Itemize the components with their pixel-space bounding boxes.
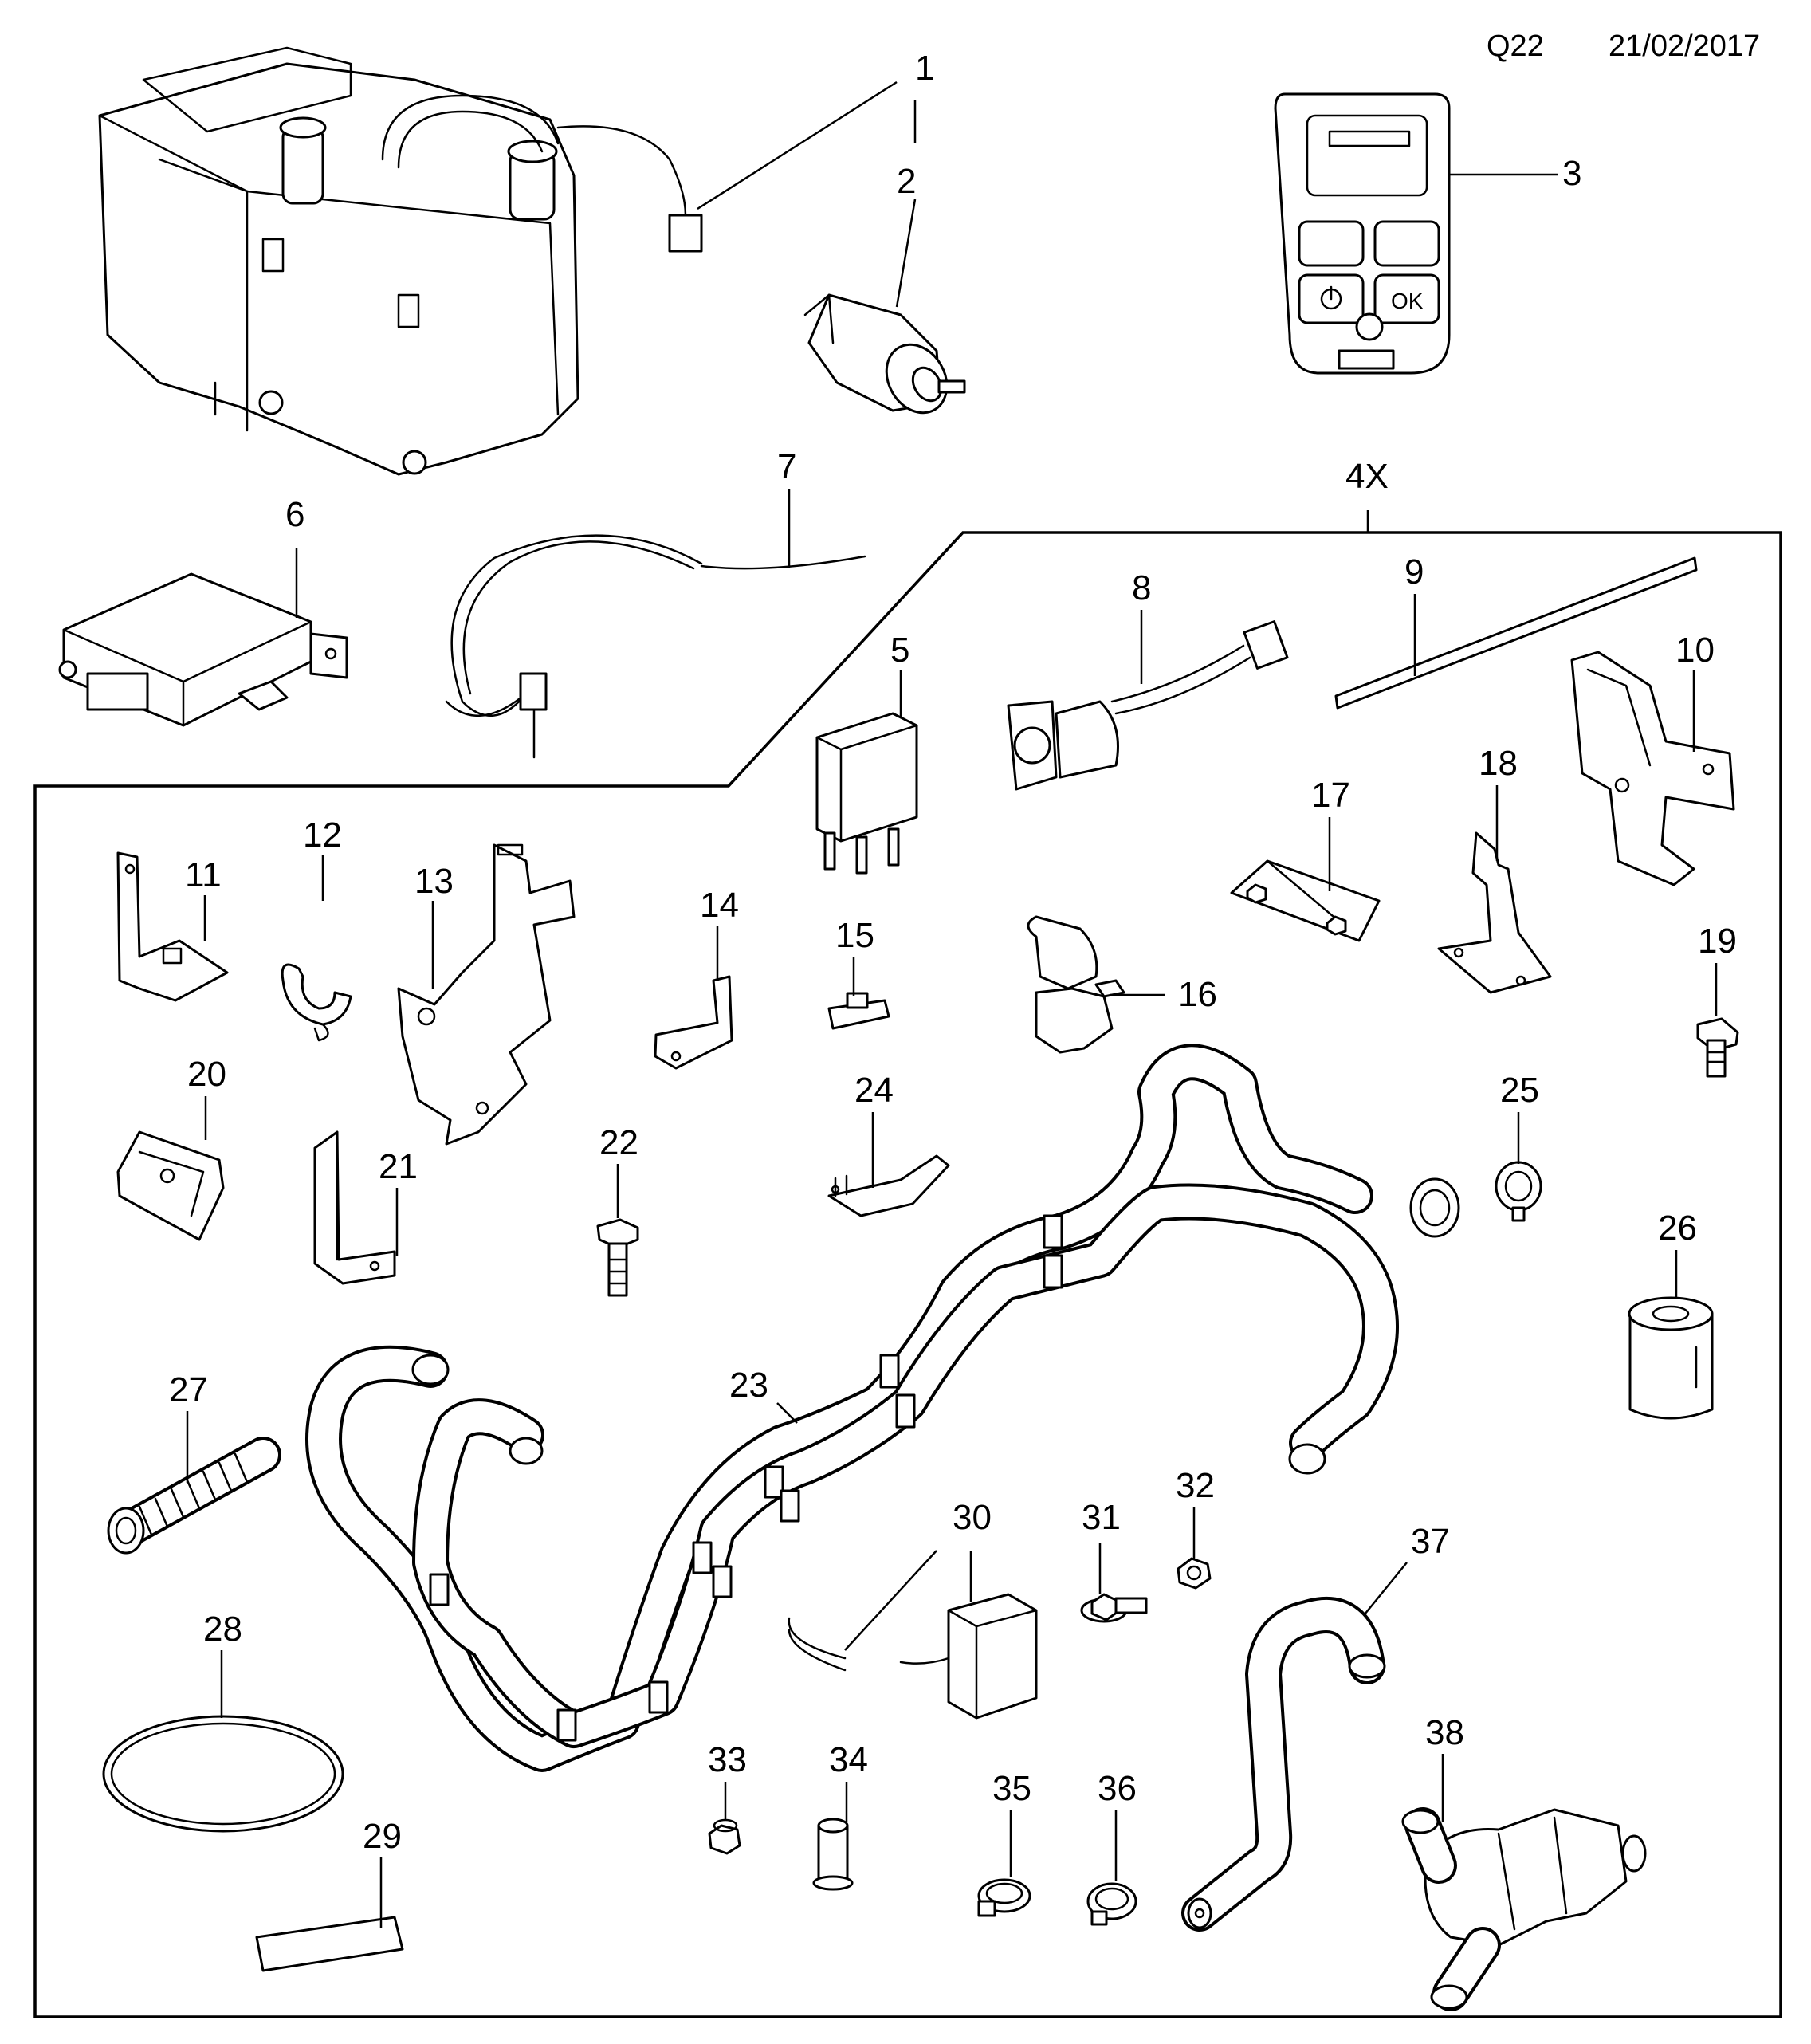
callout-17: 17 <box>1311 776 1350 815</box>
callout-2: 2 <box>897 162 916 201</box>
callout-36: 36 <box>1098 1769 1137 1808</box>
callout-8: 8 <box>1132 568 1151 607</box>
callout-23: 23 <box>729 1366 768 1405</box>
part-bent-hose-37 <box>1181 1597 1386 1932</box>
part-o-ring-28 <box>102 1715 344 1833</box>
callout-38: 38 <box>1425 1713 1464 1752</box>
callout-16: 16 <box>1178 975 1217 1014</box>
callout-14: 14 <box>700 886 739 925</box>
part-bracket-21 <box>313 1130 396 1285</box>
callout-30: 30 <box>953 1498 992 1537</box>
part-sleeve-34 <box>812 1818 854 1891</box>
part-label-29 <box>255 1916 404 1972</box>
part-bracket-14 <box>654 975 733 1070</box>
part-nut-32 <box>1177 1557 1212 1590</box>
callout-35: 35 <box>992 1769 1031 1808</box>
part-cylinder-26 <box>1628 1296 1714 1420</box>
part-double-clip-16 <box>1027 915 1125 1054</box>
callout-10: 10 <box>1675 631 1715 670</box>
callout-12: 12 <box>303 816 342 855</box>
diagram-code: Q22 <box>1487 29 1544 63</box>
part-screw-31 <box>1080 1593 1148 1623</box>
callout-1: 1 <box>915 49 934 88</box>
group-frame <box>33 531 1782 2018</box>
part-corrugated-hose-27 <box>107 1437 281 1555</box>
part-hose-clamp-36 <box>1086 1882 1137 1926</box>
callout-11: 11 <box>185 855 222 894</box>
callout-25: 25 <box>1500 1071 1539 1110</box>
callout-28: 28 <box>203 1610 242 1649</box>
part-hose-clamp-35 <box>977 1878 1031 1917</box>
part-bracket-17 <box>1230 859 1381 942</box>
part-clip-15 <box>827 992 890 1030</box>
part-clip-12 <box>281 963 352 1042</box>
part-bracket-13 <box>397 843 576 1146</box>
callout-29: 29 <box>363 1817 402 1856</box>
callout-33: 33 <box>708 1740 747 1779</box>
part-dosing-pump <box>803 293 966 415</box>
callout-3: 3 <box>1562 154 1581 193</box>
part-adhesive-strip <box>1334 556 1698 710</box>
part-remote-control: OK <box>1274 92 1451 375</box>
part-bracket-11 <box>116 851 229 1002</box>
callout-20: 20 <box>187 1055 226 1094</box>
part-water-pump-38 <box>1401 1807 1647 2011</box>
callout-32: 32 <box>1176 1466 1215 1505</box>
diagram-date: 21/02/2017 <box>1609 29 1760 63</box>
callout-9: 9 <box>1404 552 1424 592</box>
part-heater-unit <box>98 46 703 476</box>
callout-37: 37 <box>1411 1522 1450 1561</box>
callout-22: 22 <box>599 1123 638 1162</box>
part-plate-20 <box>116 1130 225 1241</box>
callout-34: 34 <box>829 1740 868 1779</box>
part-bracket-24 <box>827 1154 950 1217</box>
callout-26: 26 <box>1658 1209 1697 1248</box>
callout-31: 31 <box>1082 1498 1121 1537</box>
callout-7: 7 <box>777 447 796 486</box>
part-clamp-25 <box>1495 1161 1542 1222</box>
group-quantity-label: 4X <box>1345 457 1389 496</box>
part-socket-cable <box>1007 620 1289 791</box>
callout-18: 18 <box>1479 744 1518 783</box>
callout-5: 5 <box>890 631 909 670</box>
part-hose-assembly-23 <box>305 1044 1460 1772</box>
callout-6: 6 <box>285 495 304 534</box>
part-bolt-22 <box>596 1218 639 1297</box>
part-relay <box>815 712 918 875</box>
callout-21: 21 <box>379 1147 418 1186</box>
part-control-unit <box>58 572 348 727</box>
callout-24: 24 <box>854 1071 894 1110</box>
part-bracket-10 <box>1570 651 1735 886</box>
part-wire-sensor <box>445 534 866 759</box>
callout-13: 13 <box>414 862 454 901</box>
remote-ok-label: OK <box>1391 289 1424 313</box>
part-bracket-18 <box>1437 831 1552 994</box>
part-sensor-30 <box>788 1593 1038 1720</box>
part-bolt-19 <box>1696 1017 1739 1078</box>
callout-19: 19 <box>1698 922 1737 961</box>
part-locknut-33 <box>708 1818 741 1855</box>
callout-15: 15 <box>835 916 874 955</box>
callout-27: 27 <box>169 1370 208 1409</box>
